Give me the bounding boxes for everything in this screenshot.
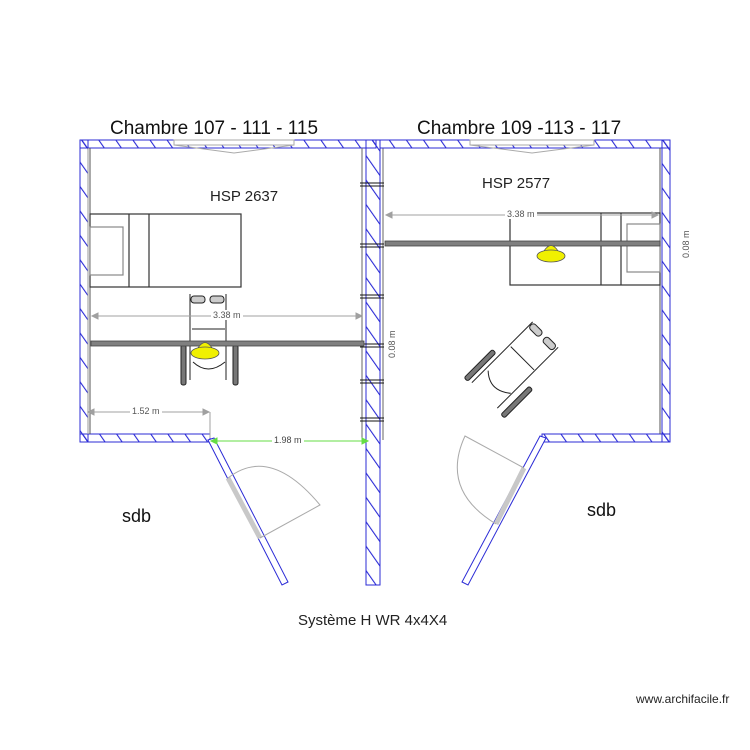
left-room-title: Chambre 107 - 111 - 115	[110, 118, 319, 139]
right-bed	[509, 212, 661, 286]
right-wheelchair	[464, 321, 559, 418]
right-room-title: Chambre 109 -113 - 117	[417, 118, 622, 139]
center-partition-wall	[360, 139, 384, 586]
right-room-walls	[379, 139, 671, 443]
left-ceiling-rail	[90, 340, 365, 347]
right-lift-motor	[536, 245, 566, 263]
right-bathroom-label: sdb	[587, 500, 617, 520]
right-ceiling-rail	[384, 240, 661, 247]
right-bathroom-door	[456, 435, 547, 586]
left-lower-dimension: 1.52 m	[130, 406, 162, 416]
left-wheelchair	[180, 294, 239, 386]
left-room-hsp: HSP 2637	[210, 188, 279, 205]
left-lift-motor	[190, 342, 220, 360]
right-width-dimension: 3.38 m	[505, 209, 537, 219]
left-width-dimension: 3.38 m	[211, 310, 243, 320]
left-bathroom-door	[207, 437, 321, 586]
left-room-walls	[79, 139, 377, 443]
left-bed	[89, 213, 242, 288]
left-bathroom-label: sdb	[122, 506, 152, 526]
left-rail-dimension: 0.08 m	[387, 328, 397, 360]
system-caption: Système H WR 4x4X4	[298, 612, 448, 629]
right-room-hsp: HSP 2577	[482, 175, 551, 192]
corridor-dimension: 1.98 m	[272, 435, 304, 445]
footer-watermark: www.archifacile.fr	[636, 692, 730, 706]
right-rail-dimension: 0.08 m	[681, 228, 691, 260]
